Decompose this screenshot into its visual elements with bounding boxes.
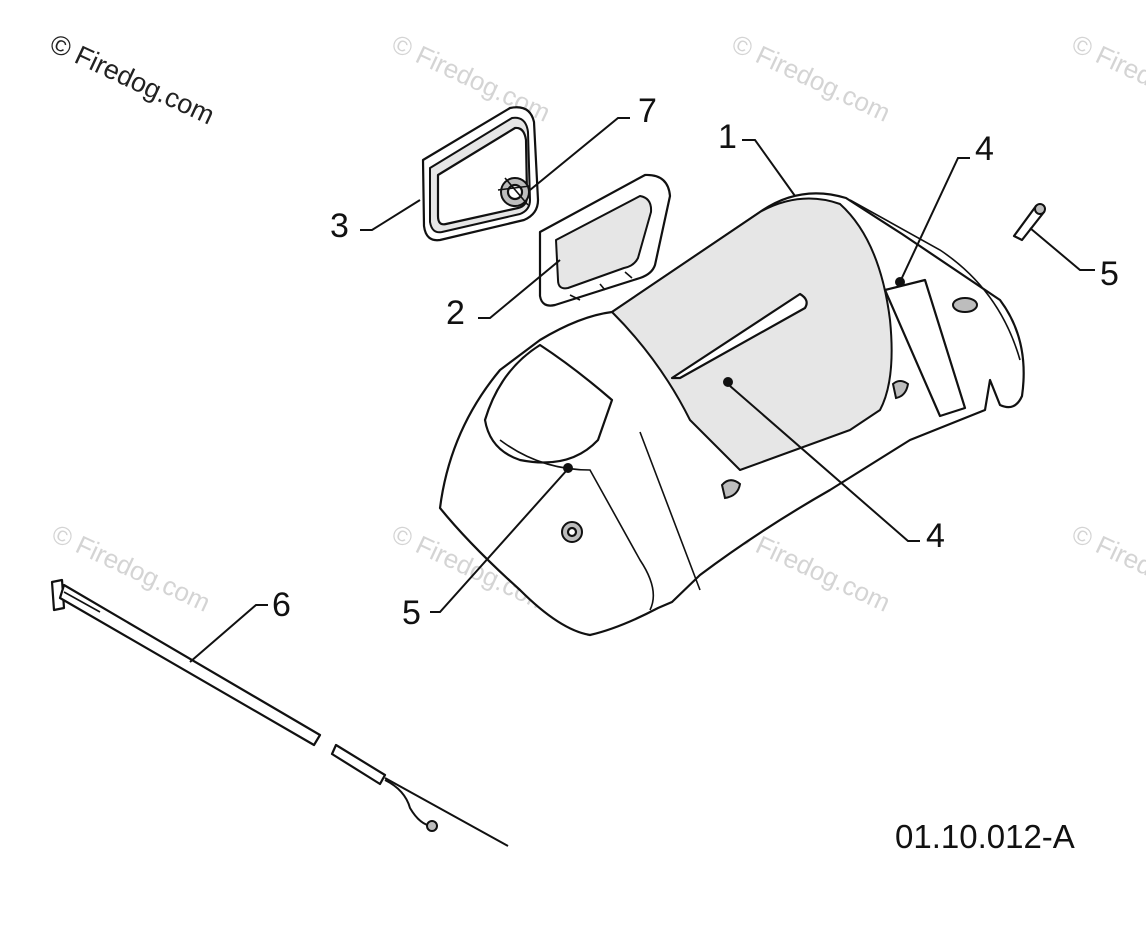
callout-7: 7 bbox=[638, 92, 657, 130]
callout-5-left: 5 bbox=[402, 594, 421, 632]
diagram-code: 01.10.012-A bbox=[895, 818, 1075, 855]
callout-4-bottom: 4 bbox=[926, 517, 945, 555]
leader-lines bbox=[189, 117, 1095, 663]
watermark-faint: © Firedog.com bbox=[1067, 518, 1146, 617]
watermark-faint: © Firedog.com bbox=[727, 28, 895, 127]
part-3-filter-drawing bbox=[421, 106, 540, 242]
part-6-cable-drawing bbox=[50, 578, 509, 847]
watermark-main: © Firedog.com bbox=[45, 28, 219, 130]
part-2-frame-drawing bbox=[538, 173, 672, 307]
callout-5-right: 5 bbox=[1100, 255, 1119, 293]
callout-2: 2 bbox=[446, 294, 465, 332]
part-5-screw-drawing bbox=[1012, 203, 1046, 242]
callout-6: 6 bbox=[272, 586, 291, 624]
part-1-housing-drawing bbox=[438, 192, 1025, 637]
callout-3: 3 bbox=[330, 207, 349, 245]
callout-1: 1 bbox=[718, 118, 737, 156]
watermark-faint: © Firedog.com bbox=[1067, 28, 1146, 127]
callout-4-top: 4 bbox=[975, 130, 994, 168]
